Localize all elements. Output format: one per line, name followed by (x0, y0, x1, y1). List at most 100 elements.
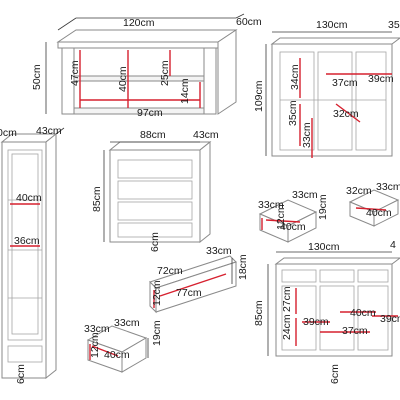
commode-inner-a-label: 27cm (281, 286, 293, 312)
commode-door-right (357, 285, 389, 351)
chest-width-label: 88cm (140, 129, 166, 141)
small-drawer-leg-label: 6cm (15, 364, 27, 384)
large-drawer-inner-height-label: 12cm (151, 280, 163, 306)
cabinet-inner-height-label: 36cm (14, 235, 40, 247)
large-drawer-depth-label: 72cm (157, 265, 183, 277)
sideboard-inner-e-label: 33cm (301, 122, 313, 148)
mid-drawer-a-side (287, 211, 317, 243)
large-drawer-side (155, 261, 237, 313)
mid-drawer-a-b-label: 33cm (292, 189, 318, 201)
chest-side (199, 140, 211, 244)
cabinet-glass-door (7, 149, 43, 341)
large-drawer-height-label: 18cm (237, 254, 249, 280)
sideboard-inner-b-label: 37cm (332, 77, 358, 89)
mid-drawer-a-inner-width (265, 219, 301, 223)
mid-drawer-b-a-label: 32cm (346, 185, 372, 197)
large-drawer-inner-width (159, 273, 227, 297)
cabinet-depth-line (55, 127, 65, 135)
commode-depth-label: 4 (390, 239, 396, 251)
sideboard-depth-label: 35 (388, 19, 400, 31)
chest-body (109, 149, 201, 243)
tv-depth-label: 60cm (236, 16, 262, 28)
mid-drawer-a-diagram: 33cm 33cm 19cm 40cm 12cm (258, 189, 329, 243)
tv-stand-top (56, 29, 238, 43)
tv-inner-height-left-label: 47cm (69, 60, 81, 86)
cabinet-body (1, 141, 47, 379)
chest-drawer-4 (117, 222, 193, 238)
tv-stand-shelf (73, 75, 205, 82)
tv-width-line (57, 17, 77, 31)
sideboard-height-label: 109cm (253, 80, 265, 112)
sideboard-inner-d-label: 35cm (287, 100, 299, 126)
commode-drawer-right (357, 269, 389, 283)
chest-drawer-3 (117, 201, 193, 221)
mid-drawer-b-b-label: 33cm (376, 181, 400, 193)
mid-drawer-a-inner-width-label: 40cm (280, 221, 306, 233)
commode-inner-d-label: 40cm (350, 307, 376, 319)
commode-drawer-middle (319, 269, 355, 283)
tv-low-height-label: 14cm (179, 78, 191, 104)
commode-inner-f-label: 37cm (342, 325, 368, 337)
mid-drawer-a-a-label: 33cm (258, 199, 284, 211)
tv-inner-width-label: 97cm (137, 107, 163, 119)
small-drawer-inner-height-label: 12cm (89, 332, 101, 358)
cabinet-side (45, 132, 57, 380)
sideboard-inner-a-label: 34cm (289, 64, 301, 90)
sideboard-door-middle (317, 51, 353, 151)
sideboard-door-left (279, 51, 315, 151)
tv-height-label: 50cm (31, 64, 43, 90)
tv-stand-diagram: 120cm 60cm 50cm 47cm 40cm 25cm 14cm 97cm (31, 13, 262, 119)
commode-door-left (281, 285, 317, 351)
sideboard-diagram: 130cm 35 109cm 34cm 35cm 33cm 37cm 39cm … (253, 19, 400, 158)
mid-drawer-b-diagram: 32cm 33cm 40cm (346, 181, 400, 227)
large-drawer-side-label: 33cm (206, 245, 232, 257)
small-drawer-a-label: 33cm (84, 323, 110, 335)
small-drawer-b-label: 33cm (114, 317, 140, 329)
commode-width-label: 130cm (308, 241, 340, 253)
cabinet-width-label: 0cm (0, 127, 17, 139)
mid-drawer-b-side (373, 199, 399, 227)
tv-stand-right-leg (203, 47, 217, 115)
commode-inner-c-label: 39cm (303, 316, 329, 328)
mid-drawer-b-inner-width (355, 207, 387, 211)
cabinet-inner-width-label: 40cm (16, 192, 42, 204)
chest-leg-label: 6cm (149, 232, 161, 252)
tall-cabinet-diagram: 0cm 43cm 40cm 36cm (0, 125, 65, 380)
sideboard-door-right (355, 51, 387, 151)
sideboard-inner-f-label: 32cm (333, 108, 359, 120)
sideboard-inner-c-label: 39cm (368, 73, 394, 85)
commode-door-middle (319, 285, 355, 351)
commode-inner-e-label: 39cm (380, 313, 400, 325)
chest-drawer-1 (117, 159, 193, 179)
small-drawer-side (121, 337, 147, 373)
commode-top (274, 257, 400, 265)
commode-diagram: 130cm 4 85cm 27cm 24cm 39cm 40cm 39cm 37… (253, 239, 400, 384)
sideboard-inner-f (335, 103, 361, 123)
mid-drawer-a-height-label: 19cm (317, 194, 329, 220)
mid-drawer-a-inner-height-label: 12cm (275, 204, 287, 230)
chest-top (108, 141, 212, 151)
cabinet-depth-label: 43cm (36, 125, 62, 137)
tv-width-label: 120cm (123, 17, 155, 29)
commode-drawer-left (281, 269, 317, 283)
large-drawer-diagram: 72cm 33cm 18cm 77cm 12cm (149, 245, 249, 314)
commode-leg-label: 6cm (329, 364, 341, 384)
sideboard-top (270, 37, 400, 45)
sideboard-width-label: 130cm (316, 19, 348, 31)
chest-drawer-2 (117, 180, 193, 200)
tv-shelf-height-label: 25cm (159, 60, 171, 86)
tv-stand-side (217, 29, 237, 115)
large-drawer-inner-width-label: 77cm (176, 287, 202, 299)
tv-inner-height-mid-label: 40cm (117, 66, 129, 92)
cabinet-drawer (7, 345, 43, 363)
chest-depth-label: 43cm (193, 129, 219, 141)
mid-drawer-b-inner-width-label: 40cm (366, 207, 392, 219)
tv-stand-bottom (73, 107, 205, 115)
chest-height-label: 85cm (91, 186, 103, 212)
commode-inner-b-label: 24cm (281, 314, 293, 340)
small-drawer-diagram: 33cm 33cm 19cm 40cm 12cm 6cm (15, 317, 163, 384)
small-drawer-inner-width-label: 40cm (104, 349, 130, 361)
tv-stand-top-edge (57, 41, 219, 49)
small-drawer-height-label: 19cm (151, 320, 163, 346)
